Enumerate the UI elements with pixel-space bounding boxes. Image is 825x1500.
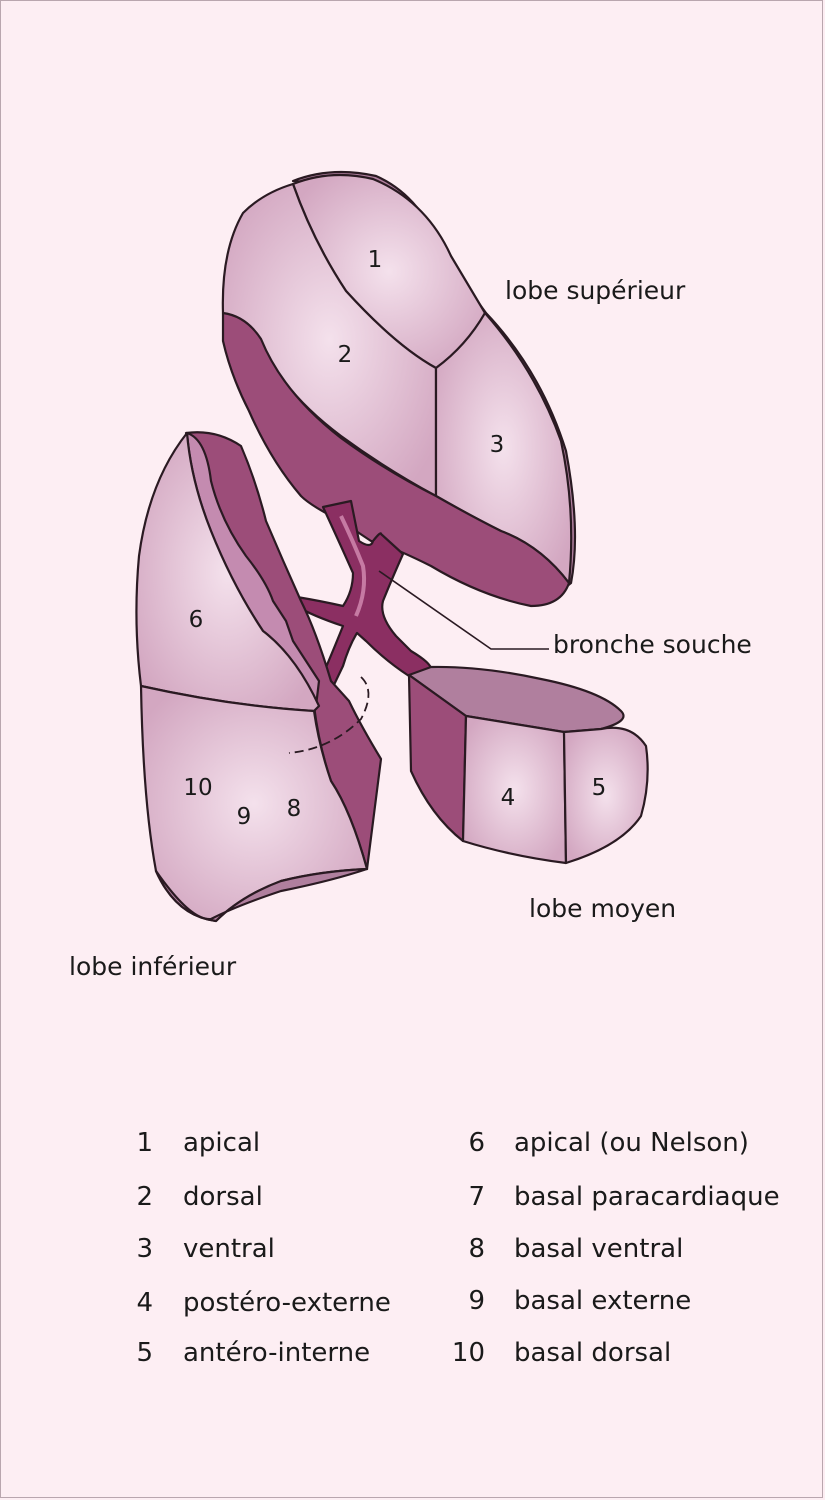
legend-name: basal externe bbox=[514, 1286, 692, 1316]
legend-name: basal paracardiaque bbox=[514, 1182, 780, 1212]
legend-name: basal ventral bbox=[514, 1234, 684, 1264]
legend-number: 5 bbox=[136, 1338, 153, 1368]
legend-name: dorsal bbox=[183, 1182, 263, 1212]
segment-number-4: 4 bbox=[501, 785, 516, 811]
legend-name: apical (ou Nelson) bbox=[514, 1128, 749, 1158]
legend-number: 6 bbox=[468, 1128, 485, 1158]
right-lung-segments-diagram: 1 2 3 4 5 6 10 9 8 lobe supérieur bronch… bbox=[69, 170, 752, 981]
segment-number-2: 2 bbox=[338, 342, 353, 368]
legend-number: 8 bbox=[468, 1234, 485, 1264]
upper-lobe bbox=[221, 170, 577, 608]
bronchus-pointer-line bbox=[378, 570, 549, 650]
segment-5 bbox=[562, 726, 649, 865]
lower-lobe-label: lobe inférieur bbox=[69, 952, 237, 981]
bronchus-label: bronche souche bbox=[553, 630, 752, 659]
upper-lobe-hilar-surface bbox=[221, 311, 571, 608]
bronchus-highlight bbox=[339, 515, 367, 617]
legend-name: apical bbox=[183, 1128, 261, 1158]
main-bronchus bbox=[294, 499, 433, 693]
segment-number-8: 8 bbox=[287, 796, 302, 822]
legend-number: 10 bbox=[451, 1338, 485, 1368]
legend-name: postéro-externe bbox=[183, 1288, 391, 1318]
segment-number-1: 1 bbox=[368, 247, 383, 273]
middle-lobe bbox=[407, 665, 649, 865]
legend-number: 4 bbox=[136, 1288, 153, 1318]
legend-number: 3 bbox=[136, 1234, 153, 1264]
segment-number-6: 6 bbox=[189, 607, 204, 633]
lower-lobe bbox=[135, 431, 383, 923]
legend-number: 2 bbox=[136, 1182, 153, 1212]
segment-7-dashed-line bbox=[288, 676, 370, 754]
legend-number: 7 bbox=[468, 1182, 485, 1212]
upper-lobe-label: lobe supérieur bbox=[505, 276, 686, 305]
segment-number-3: 3 bbox=[490, 432, 505, 458]
legend-number: 9 bbox=[468, 1286, 485, 1316]
middle-lobe-top-surface bbox=[407, 665, 625, 734]
legend-name: antéro-interne bbox=[183, 1338, 371, 1368]
legend-name: ventral bbox=[183, 1234, 275, 1264]
segment-number-9: 9 bbox=[237, 804, 252, 830]
segment-number-10: 10 bbox=[183, 775, 212, 801]
legend-name: basal dorsal bbox=[514, 1338, 672, 1368]
legend-number: 1 bbox=[136, 1128, 153, 1158]
middle-lobe-label: lobe moyen bbox=[529, 894, 676, 923]
segment-number-5: 5 bbox=[592, 775, 607, 801]
